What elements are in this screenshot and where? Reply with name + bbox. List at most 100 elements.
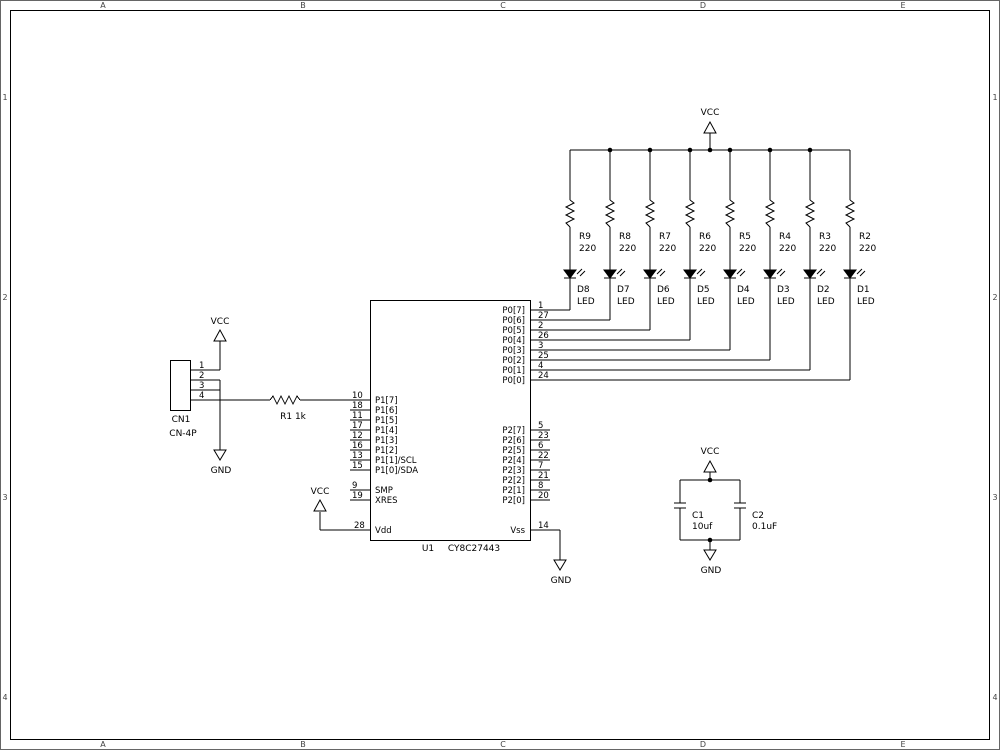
- ic-vss-name: Vss: [510, 526, 525, 536]
- led-symbol: [763, 269, 777, 279]
- r1-resistor: [269, 394, 301, 406]
- led-symbol: [843, 269, 857, 279]
- ic-pin-name: P0[0]: [502, 376, 525, 386]
- frame-row-right: 4: [992, 693, 997, 702]
- connector-pin-2: 2: [199, 371, 204, 381]
- ic-pin: P2[3]7: [502, 461, 550, 476]
- resistor-symbol: [604, 199, 616, 228]
- c1-value: 10uf: [692, 522, 713, 532]
- ic-pin: P2[0]20: [502, 491, 550, 506]
- resistor-value: 220: [619, 244, 636, 254]
- frame-col-top: A: [100, 1, 106, 10]
- ic-part: CY8C27443: [448, 544, 500, 554]
- ic-pin: P2[2]21: [502, 471, 550, 486]
- led-ref: D1: [857, 285, 870, 295]
- ic-pin-name: P1[0]/SDA: [375, 466, 418, 476]
- ic-pin: P1[3]12: [350, 431, 398, 446]
- led-ref: D8: [577, 285, 590, 295]
- resistor-value: 220: [859, 244, 876, 254]
- led-ref: D2: [817, 285, 830, 295]
- ic-pin-name: SMP: [375, 486, 393, 496]
- vcc-symbol-leds: [703, 120, 717, 134]
- gnd-label-ic: GND: [551, 576, 572, 586]
- ic-pin-num: 11: [352, 411, 363, 421]
- gnd-label-caps: GND: [701, 566, 722, 576]
- led-ref: D4: [737, 285, 750, 295]
- frame-col-top: D: [700, 1, 706, 10]
- ic-pin-name: P0[2]: [502, 356, 525, 366]
- ic-pin-num: 9: [352, 481, 357, 491]
- vcc-symbol-connector: [213, 328, 227, 342]
- ic-pin-name: P2[4]: [502, 456, 525, 466]
- ic-pin-num: 22: [538, 451, 549, 461]
- ic-pin-num: 21: [538, 471, 549, 481]
- frame-row-right: 2: [992, 293, 997, 302]
- resistor-symbol: [684, 199, 696, 228]
- ic-pin-num: 20: [538, 491, 549, 501]
- ic-pin-num: 26: [538, 331, 549, 341]
- vcc-label-caps: VCC: [701, 447, 720, 457]
- vcc-label-leds: VCC: [701, 108, 720, 118]
- ic-pin-num: 2: [538, 321, 543, 331]
- ic-pin: P2[1] 8: [502, 481, 550, 496]
- ic-pin-num: 3: [538, 341, 543, 351]
- frame-col-bottom: C: [500, 740, 506, 749]
- ic-pin-name: P1[7]: [375, 396, 398, 406]
- led-symbol: [683, 269, 697, 279]
- ic-pin: P1[6]18: [350, 401, 398, 416]
- frame-row-left: 2: [2, 293, 7, 302]
- ic-pin-name: P1[1]/SCL: [375, 456, 417, 466]
- resistor-symbol: [644, 199, 656, 228]
- c1-ref: C1: [692, 511, 704, 521]
- inner-border: [10, 10, 990, 740]
- ic-pin-name: P0[5]: [502, 326, 525, 336]
- led-ref: D5: [697, 285, 710, 295]
- led-symbol: [603, 269, 617, 279]
- resistor-value: 220: [739, 244, 756, 254]
- resistor-value: 220: [659, 244, 676, 254]
- ic-pin-name: P2[7]: [502, 426, 525, 436]
- ic-pin-num: 25: [538, 351, 549, 361]
- connector-pin-1: 1: [199, 361, 204, 371]
- ic-pin-num: 16: [352, 441, 363, 451]
- ic-vss-num: 14: [538, 521, 549, 531]
- ic-pin-num: 6: [538, 441, 543, 451]
- ic-pin-name: P2[1]: [502, 486, 525, 496]
- led-column: [530, 150, 746, 351]
- led-column: [530, 150, 666, 331]
- ic-pin-name: P0[6]: [502, 316, 525, 326]
- led-symbol: [563, 269, 577, 279]
- frame-col-bottom: B: [300, 740, 306, 749]
- led-column: [530, 150, 786, 361]
- ic-body: [370, 300, 531, 541]
- gnd-label-connector: GND: [211, 466, 232, 476]
- resistor-value: 220: [699, 244, 716, 254]
- resistor-symbol: [564, 199, 576, 228]
- c2-value: 0.1uF: [752, 522, 777, 532]
- resistor-ref: R6: [699, 232, 711, 242]
- ic-pin-num: 17: [352, 421, 363, 431]
- ic-pins: P0[7]1P0[6]27P0[5]2P0[4]26P0[3]3P0[2]25P…: [350, 301, 550, 506]
- ic-pin-num: 8: [538, 481, 543, 491]
- ic-pin-num: 10: [352, 391, 363, 401]
- ic-pin-name: P1[5]: [375, 416, 398, 426]
- ic-pin-name: P0[3]: [502, 346, 525, 356]
- resistor-ref: R5: [739, 232, 751, 242]
- resistor-value: 220: [779, 244, 796, 254]
- ic-pin-num: 12: [352, 431, 363, 441]
- frame-col-top: B: [300, 1, 306, 10]
- led-value: LED: [617, 297, 635, 307]
- ic-pin: P2[7]5: [502, 421, 550, 436]
- ic-pin: P1[4]17: [350, 421, 398, 436]
- led-column: [530, 150, 866, 381]
- frame-row-left: 3: [2, 493, 7, 502]
- ic-ref: U1: [422, 544, 434, 554]
- led-column: [530, 150, 826, 371]
- ic-pin-name: P2[5]: [502, 446, 525, 456]
- ic-pin: P2[5] 6: [502, 441, 550, 456]
- ic-pin-name: P0[7]: [502, 306, 525, 316]
